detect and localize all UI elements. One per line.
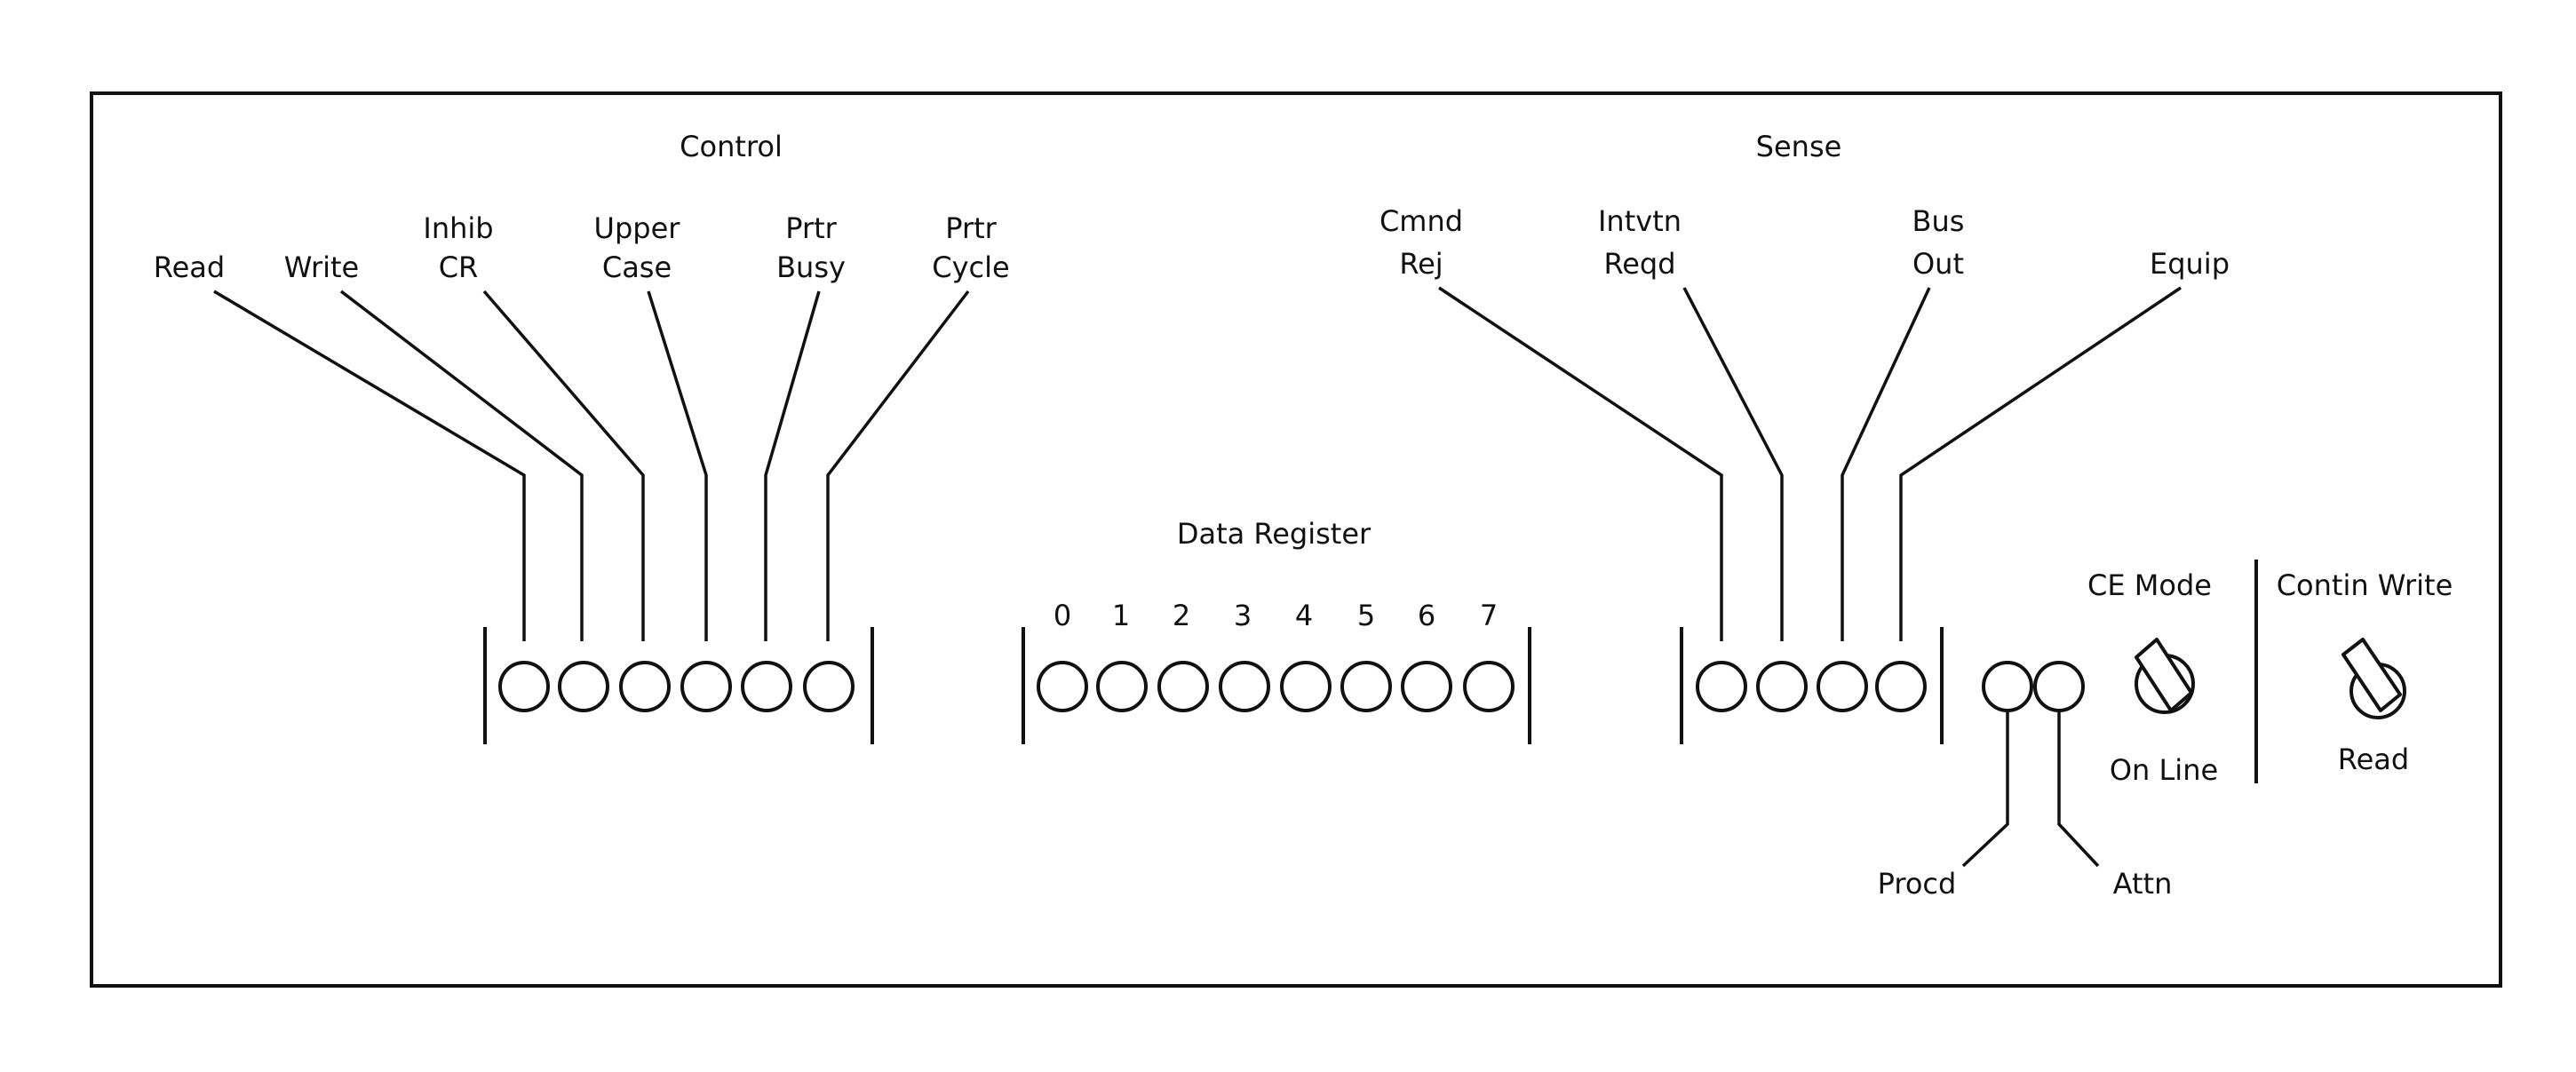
- leader-line-upper-case: [647, 290, 708, 641]
- lamp-data-bit-4: [1280, 661, 1332, 712]
- lamp-sense-bus-out: [1817, 661, 1868, 712]
- lamp-attn: [2033, 661, 2085, 712]
- data-bit-label-4: 4: [1295, 599, 1313, 632]
- control-label-prtr-cycle-1: Prtr: [945, 211, 997, 245]
- lamp-data-bit-0: [1037, 661, 1088, 712]
- leader-line-equip: [1899, 286, 2182, 641]
- control-label-cr: CR: [439, 250, 479, 284]
- leader-line-write: [339, 290, 584, 641]
- lamp-data-bit-2: [1157, 661, 1209, 712]
- status-label-procd: Procd: [1878, 867, 1957, 901]
- lamp-control-inhib-cr: [619, 661, 671, 712]
- data-bit-label-1: 1: [1112, 599, 1130, 632]
- leader-line-attn: [2057, 711, 2100, 868]
- lamp-sense-cmnd-rej: [1696, 661, 1747, 712]
- sense-label-out: Out: [1912, 247, 1964, 281]
- lamp-control-upper-case: [680, 661, 732, 712]
- leader-line-prtr-cycle: [826, 290, 970, 641]
- lamp-data-bit-7: [1463, 661, 1515, 712]
- lamp-sense-intvtn-reqd: [1756, 661, 1808, 712]
- control-label-busy: Busy: [776, 250, 846, 284]
- sense-label-intvtn: Intvtn: [1598, 204, 1682, 238]
- sense-title: Sense: [1756, 130, 1842, 163]
- data-bit-label-6: 6: [1418, 599, 1435, 632]
- leader-line-read: [213, 290, 526, 641]
- leader-line-bus-out: [1841, 287, 1931, 641]
- lamp-data-bit-3: [1219, 661, 1270, 712]
- lamp-sense-equip: [1875, 661, 1927, 712]
- leader-line-inhib-cr: [482, 290, 645, 641]
- lamp-control-read: [498, 661, 550, 712]
- control-label-read: Read: [154, 250, 225, 284]
- leader-line-cmnd-rej: [1438, 286, 1723, 641]
- data-bit-label-5: 5: [1357, 599, 1375, 632]
- lamp-data-bit-1: [1096, 661, 1148, 712]
- control-label-write: Write: [284, 250, 359, 284]
- contin-write-toggle-switch[interactable]: [2341, 638, 2406, 719]
- panel-frame: [90, 91, 2502, 988]
- lamp-control-prtr-cycle: [803, 661, 855, 712]
- control-label-cycle: Cycle: [932, 250, 1009, 284]
- contin-write-label: Contin Write: [2277, 568, 2453, 602]
- control-label-case: Case: [602, 250, 672, 284]
- lamp-data-bit-5: [1340, 661, 1392, 712]
- read-switch-label: Read: [2338, 742, 2409, 776]
- sense-label-bus: Bus: [1912, 204, 1965, 238]
- control-label-prtr-busy-1: Prtr: [785, 211, 837, 245]
- ce-mode-label: CE Mode: [2087, 568, 2212, 602]
- ce-mode-toggle-switch[interactable]: [2135, 638, 2195, 714]
- sense-label-equip: Equip: [2150, 247, 2230, 281]
- lamp-procd: [1982, 661, 2033, 712]
- data-bit-label-7: 7: [1480, 599, 1498, 632]
- control-label-upper: Upper: [594, 211, 681, 245]
- control-title: Control: [680, 130, 783, 163]
- data-bit-label-3: 3: [1234, 599, 1252, 632]
- lamp-control-prtr-busy: [741, 661, 792, 712]
- control-label-inhib: Inhib: [423, 211, 493, 245]
- lamp-control-write: [558, 661, 609, 712]
- data-bit-label-0: 0: [1053, 599, 1071, 632]
- data-register-title: Data Register: [1177, 517, 1371, 551]
- sense-label-rej: Rej: [1399, 247, 1443, 281]
- leader-line-intvtn-reqd: [1682, 287, 1784, 641]
- lamp-data-bit-6: [1401, 661, 1452, 712]
- data-bit-label-2: 2: [1173, 599, 1190, 632]
- leader-line-procd: [1961, 711, 2009, 868]
- on-line-label: On Line: [2110, 753, 2218, 787]
- leader-line-prtr-busy: [764, 290, 821, 641]
- status-label-attn: Attn: [2113, 867, 2173, 901]
- sense-label-cmnd: Cmnd: [1379, 204, 1463, 238]
- sense-label-reqd: Reqd: [1603, 247, 1675, 281]
